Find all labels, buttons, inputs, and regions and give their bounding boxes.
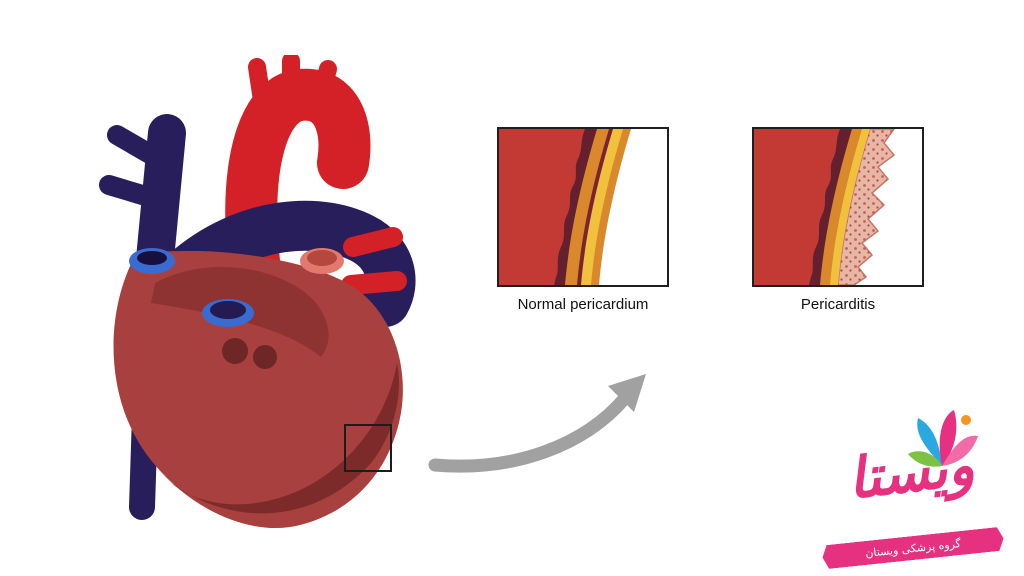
inset-normal-image (497, 127, 669, 287)
curved-arrow-icon (428, 374, 646, 473)
logo-ribbon: گروه پزشکی ویستان (821, 527, 1005, 570)
zoom-rectangle-icon (344, 424, 392, 472)
logo-brand-text: ویستا (844, 432, 978, 513)
inset-label-pericarditis: Pericarditis (800, 296, 876, 313)
logo-tagline: گروه پزشکی ویستان (864, 536, 962, 560)
inset-pericarditis: Pericarditis (752, 127, 924, 313)
heart-illustration (99, 55, 416, 529)
flower-logo-icon (908, 410, 978, 467)
inset-pericarditis-image (752, 127, 924, 287)
inset-normal-pericardium: Normal pericardium (497, 127, 669, 313)
inset-label-normal: Normal pericardium (517, 296, 649, 313)
brand-logo: ویستا گروه پزشکی ویستان (808, 408, 1012, 568)
